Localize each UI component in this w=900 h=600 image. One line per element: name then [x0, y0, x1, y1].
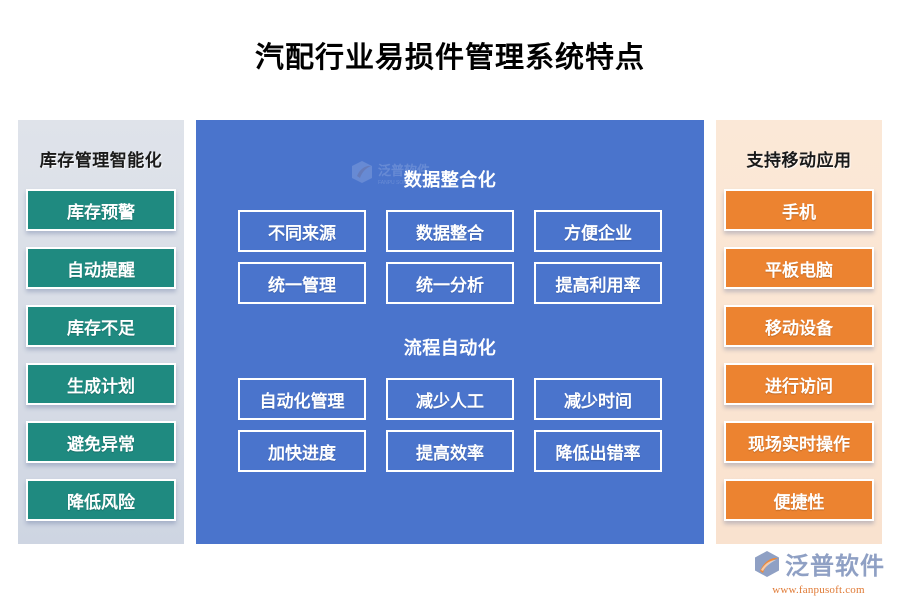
- grid-cell-label: 统一管理: [268, 275, 336, 295]
- right-column-heading: 支持移动应用: [746, 151, 852, 170]
- grid-cell[interactable]: 统一分析: [386, 262, 514, 304]
- right-column-panel: 支持移动应用 手机 平板电脑 移动设备 进行访问 现场实时操作 便捷性: [716, 120, 882, 544]
- brand-url: www.fanpusoft.com: [772, 584, 865, 596]
- grid-cell[interactable]: 减少人工: [386, 378, 514, 420]
- grid-cell-label: 数据整合: [416, 223, 484, 243]
- left-column-panel: 库存管理智能化 库存预警 自动提醒 库存不足 生成计划 避免异常 降低风险: [18, 120, 184, 544]
- grid-cell[interactable]: 数据整合: [386, 210, 514, 252]
- grid-cell[interactable]: 不同来源: [238, 210, 366, 252]
- brand-name: 泛普软件: [785, 552, 885, 580]
- center-section-grid: 不同来源 数据整合 方便企业 统一管理 统一分析 提高利用率: [196, 192, 704, 304]
- fanpu-hexagon-logo-icon: [752, 550, 782, 583]
- list-item-label: 便捷性: [773, 492, 825, 512]
- list-item-label: 生成计划: [67, 376, 135, 396]
- list-item-label: 现场实时操作: [748, 434, 850, 454]
- center-section-data-integration: 泛普软件 FANPU SOFTWARE 数据整合化 不同来源 数据整合 方便企业…: [196, 120, 704, 304]
- grid-cell-label: 方便企业: [564, 223, 632, 243]
- right-column-list: 手机 平板电脑 移动设备 进行访问 现场实时操作 便捷性: [716, 189, 882, 521]
- grid-cell-label: 统一分析: [416, 275, 484, 295]
- grid-cell-label: 自动化管理: [259, 391, 345, 411]
- list-item[interactable]: 库存不足: [26, 305, 176, 347]
- list-item[interactable]: 生成计划: [26, 363, 176, 405]
- grid-cell-label: 加快进度: [268, 443, 336, 463]
- list-item[interactable]: 移动设备: [724, 305, 874, 347]
- grid-cell-label: 减少人工: [416, 391, 484, 411]
- grid-cell-label: 减少时间: [564, 391, 632, 411]
- list-item[interactable]: 库存预警: [26, 189, 176, 231]
- list-item-label: 自动提醒: [67, 260, 135, 280]
- list-item-label: 库存预警: [67, 202, 135, 222]
- grid-cell[interactable]: 加快进度: [238, 430, 366, 472]
- grid-cell[interactable]: 统一管理: [238, 262, 366, 304]
- center-section-heading: 流程自动化: [403, 338, 497, 358]
- brand-logo-row: 泛普软件: [752, 550, 885, 583]
- list-item-label: 手机: [782, 202, 816, 222]
- center-section-process-automation: 流程自动化 自动化管理 减少人工 减少时间 加快进度 提高效率 降低: [196, 304, 704, 472]
- list-item[interactable]: 现场实时操作: [724, 421, 874, 463]
- grid-cell-label: 不同来源: [268, 223, 336, 243]
- list-item[interactable]: 降低风险: [26, 479, 176, 521]
- center-column-panel: 泛普软件 FANPU SOFTWARE 数据整合化 不同来源 数据整合 方便企业…: [196, 120, 704, 544]
- list-item[interactable]: 避免异常: [26, 421, 176, 463]
- brand-logo: 泛普软件 www.fanpusoft.com: [752, 550, 885, 596]
- page-title: 汽配行业易损件管理系统特点: [254, 42, 645, 74]
- list-item[interactable]: 手机: [724, 189, 874, 231]
- list-item[interactable]: 进行访问: [724, 363, 874, 405]
- grid-cell[interactable]: 降低出错率: [534, 430, 662, 472]
- grid-cell[interactable]: 减少时间: [534, 378, 662, 420]
- grid-cell-label: 提高效率: [416, 443, 484, 463]
- left-column-heading: 库存管理智能化: [39, 151, 163, 170]
- grid-cell[interactable]: 提高利用率: [534, 262, 662, 304]
- infographic-board: 库存管理智能化 库存预警 自动提醒 库存不足 生成计划 避免异常 降低风险: [18, 120, 882, 544]
- center-section-grid: 自动化管理 减少人工 减少时间 加快进度 提高效率 降低出错率: [196, 360, 704, 472]
- list-item-label: 平板电脑: [765, 260, 833, 280]
- list-item[interactable]: 自动提醒: [26, 247, 176, 289]
- list-item-label: 库存不足: [67, 318, 135, 338]
- list-item-label: 移动设备: [765, 318, 833, 338]
- grid-cell[interactable]: 自动化管理: [238, 378, 366, 420]
- list-item-label: 降低风险: [67, 492, 135, 512]
- center-section-heading: 数据整合化: [403, 170, 497, 190]
- grid-cell-label: 提高利用率: [555, 275, 641, 295]
- left-column-list: 库存预警 自动提醒 库存不足 生成计划 避免异常 降低风险: [18, 189, 184, 521]
- grid-cell-label: 降低出错率: [555, 443, 641, 463]
- grid-cell[interactable]: 方便企业: [534, 210, 662, 252]
- list-item[interactable]: 平板电脑: [724, 247, 874, 289]
- grid-cell[interactable]: 提高效率: [386, 430, 514, 472]
- list-item[interactable]: 便捷性: [724, 479, 874, 521]
- list-item-label: 避免异常: [67, 434, 135, 454]
- list-item-label: 进行访问: [765, 376, 833, 396]
